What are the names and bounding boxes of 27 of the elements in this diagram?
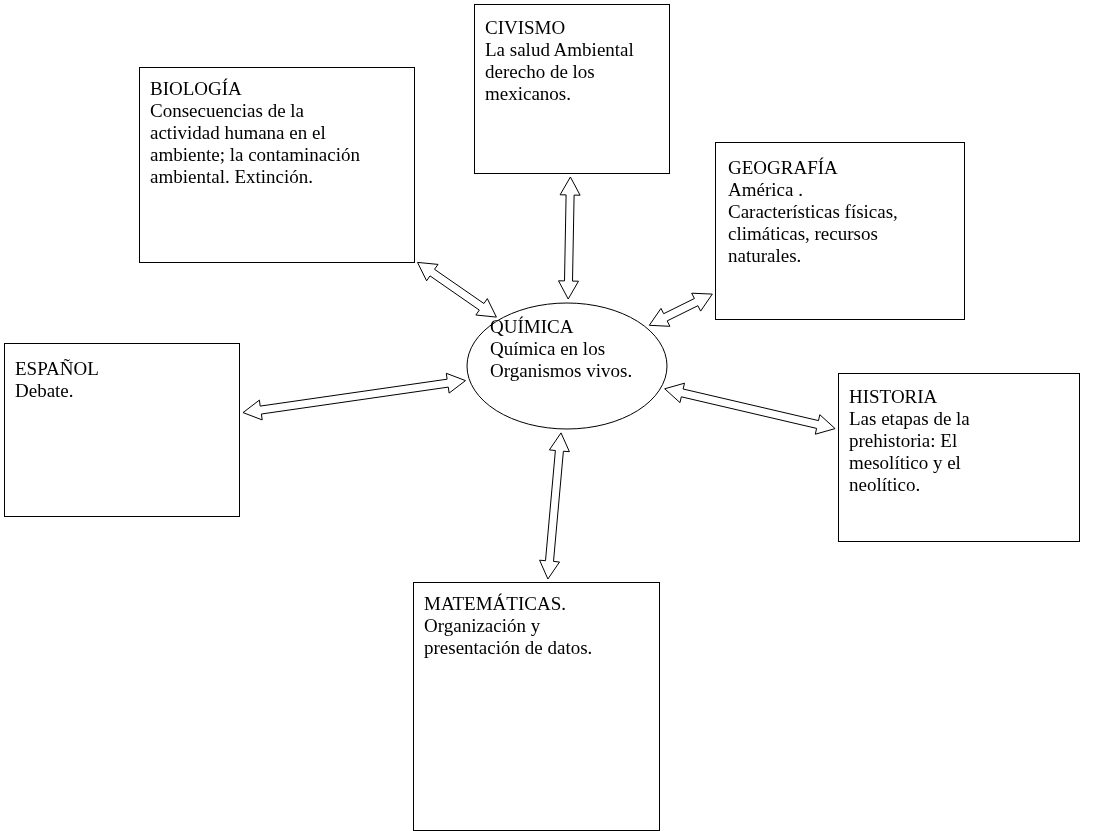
topic-text: Las etapas de la prehistoria: El mesolítico y el neolítico.: [849, 408, 971, 496]
topic-text: Organización y presentación de datos.: [424, 615, 594, 659]
subject-heading: MATEMÁTICAS.: [424, 593, 567, 615]
text-box: [413, 582, 660, 831]
text-box: [838, 373, 1080, 542]
subject-heading: HISTORIA: [849, 386, 939, 408]
double-arrow: [242, 372, 466, 421]
double-arrow: [539, 432, 570, 580]
subject-heading: ESPAÑOL: [15, 358, 100, 380]
text-box: [474, 4, 670, 174]
topic-text: La salud Ambiental derecho de los mexicanos.: [485, 39, 635, 105]
topic-text: Química en los Organismos vivos.: [490, 338, 634, 382]
topic-text: Consecuencias de la actividad humana en el ambiente; la contaminación ambiental. Extinción.: [150, 100, 361, 188]
subject-heading: CIVISMO: [485, 17, 567, 39]
subject-heading: QUÍMICA: [490, 316, 575, 338]
double-arrow: [558, 176, 581, 300]
topic-text: Debate.: [15, 380, 75, 402]
text-box: [139, 67, 415, 263]
subject-heading: BIOLOGÍA: [150, 78, 243, 100]
text-box: [715, 142, 965, 320]
text-box: [4, 343, 240, 517]
double-arrow: [417, 261, 497, 318]
topic-text: América . Características físicas, climáticas, recursos naturales.: [728, 179, 899, 267]
double-arrow: [648, 292, 713, 327]
ellipse-node: [466, 302, 668, 430]
subject-heading: GEOGRAFÍA: [728, 157, 839, 179]
double-arrow: [664, 382, 836, 435]
